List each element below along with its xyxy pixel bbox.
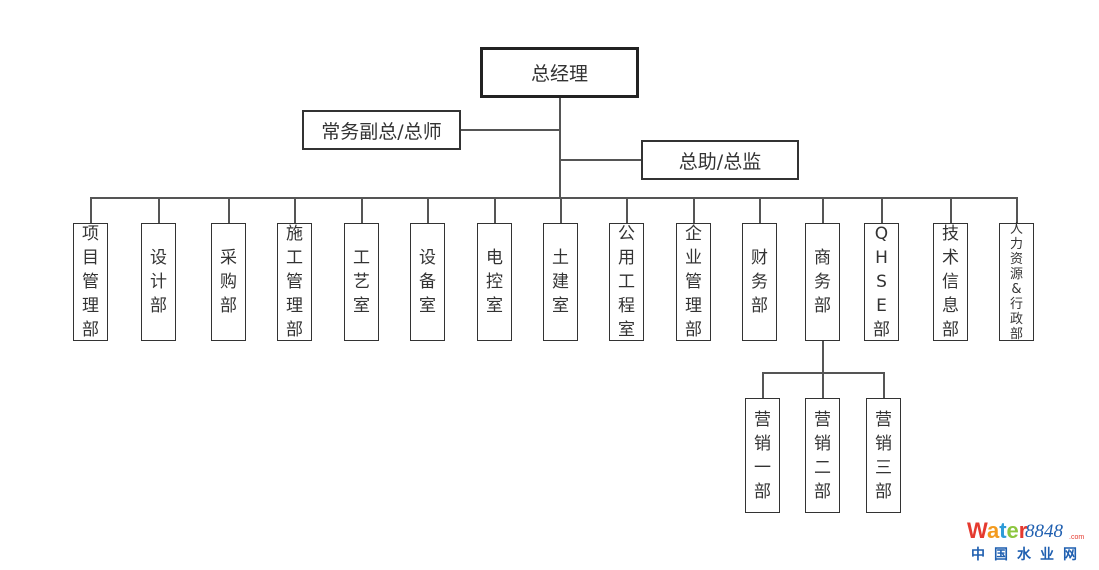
general-manager-box: 总经理 (480, 47, 639, 98)
department-box: 电控室 (477, 223, 512, 341)
department-box-label: 电控室 (486, 248, 503, 316)
svg-text:Water: Water (967, 518, 1028, 543)
connector (693, 197, 695, 223)
connector (626, 197, 628, 223)
connector (822, 340, 824, 373)
connector (560, 159, 641, 161)
department-box-label: 技术信息部 (942, 224, 959, 340)
svg-text:8848: 8848 (1025, 521, 1064, 542)
connector (90, 197, 1017, 199)
connector (559, 98, 561, 198)
connector (560, 197, 562, 223)
department-box: QHSE部 (864, 223, 899, 341)
department-box: 商务部 (805, 223, 840, 341)
department-box-label: 财务部 (751, 248, 768, 316)
sub-department-box: 营销三部 (866, 398, 901, 513)
department-box: 采购部 (211, 223, 246, 341)
department-box-label: 公用工程室 (618, 224, 635, 340)
water8848-watermark-logo: Water 8848 .com 中国水业网 (965, 518, 1095, 568)
department-box: 施工管理部 (277, 223, 312, 341)
department-box-label: 设计部 (150, 248, 167, 316)
department-box-label: 施工管理部 (286, 224, 303, 340)
connector (361, 197, 363, 223)
deputy-box: 常务副总/总师 (302, 110, 461, 150)
connector (881, 197, 883, 223)
connector (461, 129, 560, 131)
connector (822, 372, 824, 398)
deputy-label: 常务副总/总师 (321, 120, 442, 143)
department-box-label: 采购部 (220, 248, 237, 316)
assistant-box: 总助/总监 (641, 140, 799, 180)
department-box-label: 商务部 (814, 248, 831, 316)
department-box-label: 人力资源&行政部 (1010, 222, 1024, 342)
department-box: 土建室 (543, 223, 578, 341)
department-box: 工艺室 (344, 223, 379, 341)
connector (762, 372, 764, 398)
department-box: 人力资源&行政部 (999, 222, 1034, 342)
connector (883, 372, 885, 398)
sub-department-box: 营销一部 (745, 398, 780, 513)
connector (158, 197, 160, 223)
sub-department-box-label: 营销三部 (875, 409, 892, 502)
department-box-label: 企业管理部 (685, 224, 702, 340)
department-box-label: QHSE部 (873, 224, 890, 340)
connector (759, 197, 761, 223)
sub-department-box-label: 营销二部 (814, 409, 831, 502)
svg-text:中国水业网: 中国水业网 (971, 546, 1086, 563)
connector (1016, 197, 1018, 223)
department-box: 企业管理部 (676, 223, 711, 341)
connector (822, 197, 824, 223)
connector (950, 197, 952, 223)
sub-department-box-label: 营销一部 (754, 409, 771, 502)
department-box: 设备室 (410, 223, 445, 341)
department-box-label: 项目管理部 (82, 224, 99, 340)
department-box: 技术信息部 (933, 223, 968, 341)
connector (90, 197, 92, 223)
department-box: 公用工程室 (609, 223, 644, 341)
sub-department-box: 营销二部 (805, 398, 840, 513)
department-box-label: 工艺室 (353, 248, 370, 316)
connector (494, 197, 496, 223)
assistant-label: 总助/总监 (678, 150, 762, 173)
general-manager-label: 总经理 (530, 63, 588, 85)
department-box-label: 土建室 (552, 248, 569, 316)
connector (294, 197, 296, 223)
department-box: 项目管理部 (73, 223, 108, 341)
connector (228, 197, 230, 223)
department-box-label: 设备室 (419, 248, 436, 316)
department-box: 设计部 (141, 223, 176, 341)
svg-text:.com: .com (1069, 534, 1084, 541)
department-box: 财务部 (742, 223, 777, 341)
connector (427, 197, 429, 223)
